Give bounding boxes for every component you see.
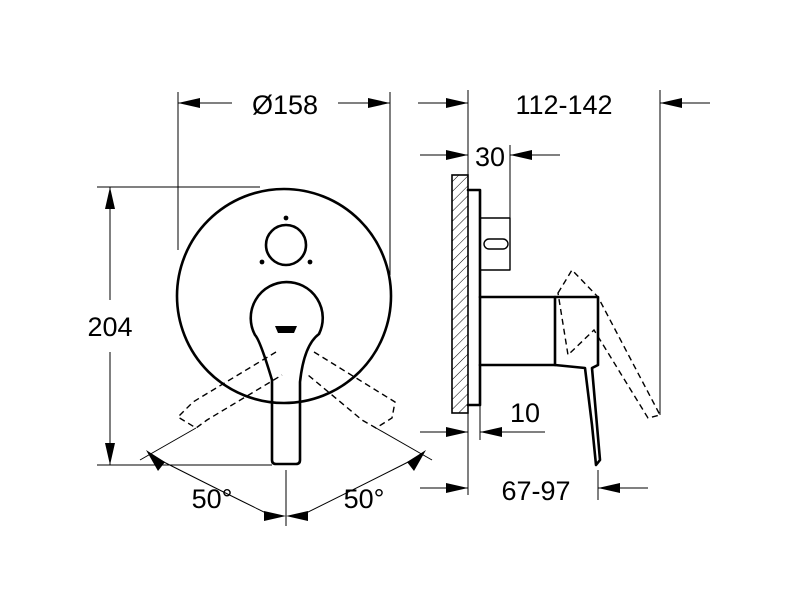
diverter-knob bbox=[259, 215, 313, 267]
lever-swing-right bbox=[307, 351, 396, 429]
dim-lever-depth-label: 67-97 bbox=[501, 476, 570, 506]
dim-angle-left: 50° bbox=[146, 450, 286, 521]
side-view bbox=[451, 90, 662, 500]
dim-plate-thickness-label: 30 bbox=[475, 142, 505, 172]
dim-angle-right-label: 50° bbox=[344, 484, 385, 514]
lever-side bbox=[478, 268, 662, 467]
dim-plate-thickness: 30 bbox=[420, 142, 560, 172]
dim-lever-depth: 67-97 bbox=[420, 476, 648, 506]
dim-offset: 10 bbox=[420, 398, 545, 437]
dim-diameter-label: Ø158 bbox=[252, 90, 318, 120]
dim-height: 204 bbox=[87, 187, 133, 465]
dim-depth-total: 112-142 bbox=[418, 90, 710, 120]
dim-angle-right: 50° bbox=[286, 450, 426, 521]
wall-plate bbox=[451, 174, 469, 414]
diverter-side bbox=[479, 217, 511, 271]
dim-offset-label: 10 bbox=[510, 398, 540, 428]
dim-height-label: 204 bbox=[87, 312, 132, 342]
cover-plate bbox=[175, 187, 393, 405]
front-view bbox=[97, 92, 433, 526]
lever-swing-left bbox=[176, 351, 283, 429]
dim-angle-left-label: 50° bbox=[192, 484, 233, 514]
dim-depth-total-label: 112-142 bbox=[515, 90, 612, 120]
dim-diameter: Ø158 bbox=[178, 90, 390, 120]
mixing-lever bbox=[249, 280, 324, 466]
